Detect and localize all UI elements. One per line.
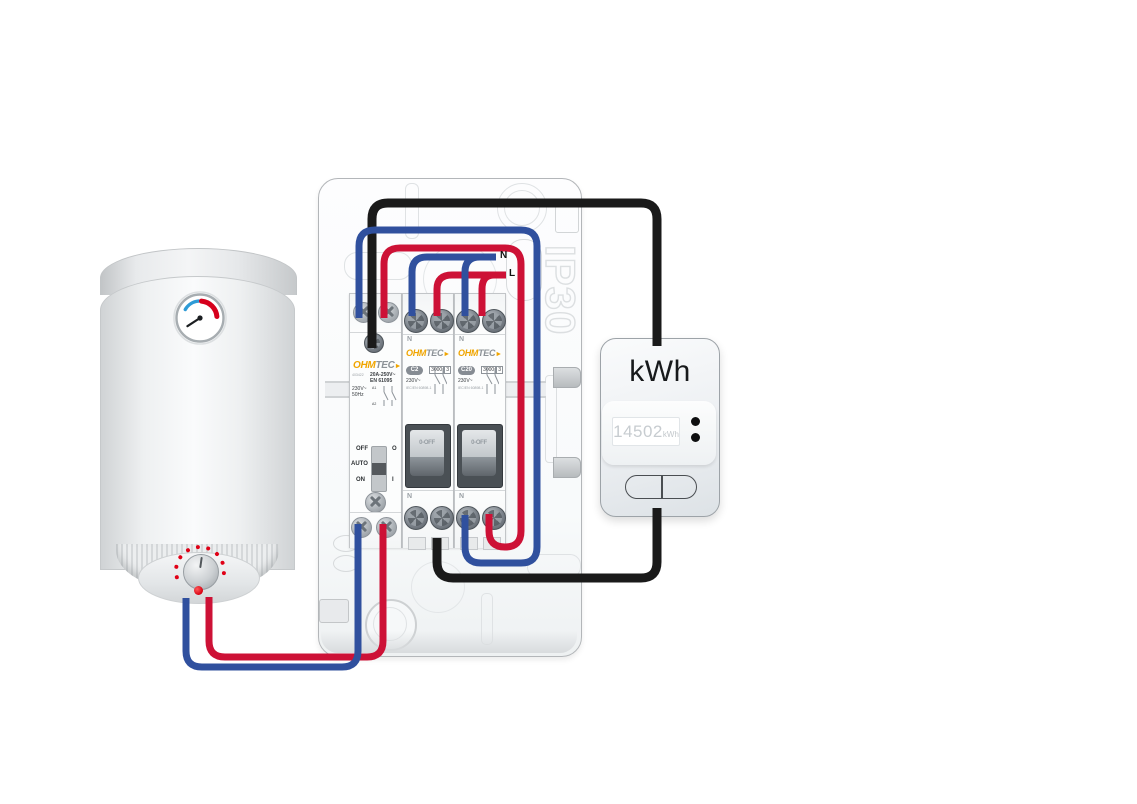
position-closed-label: I	[392, 477, 394, 483]
curve-rating-badge: C20	[458, 366, 475, 375]
gauge-cold-arc	[183, 299, 201, 312]
mode-auto-label: AUTO	[351, 461, 368, 467]
din-rail-left	[325, 381, 349, 398]
left-oval-slot	[344, 252, 412, 280]
contactor-standard: EN 61095	[370, 378, 393, 384]
breaker-handle-recess: 0-OFF	[405, 424, 451, 488]
terminal-screw	[430, 309, 454, 333]
breaker-voltage: 230V~	[406, 378, 421, 384]
contactor-ref: 403422	[352, 373, 364, 378]
terminal-screw	[378, 302, 399, 323]
terminal-foot	[483, 537, 501, 550]
breaker-handle[interactable]: 0-OFF	[410, 430, 444, 478]
neutral-terminal-label: N	[407, 493, 413, 500]
contactor-mode-switch[interactable]	[371, 446, 387, 492]
coil-terminal-screw-a1	[364, 333, 384, 353]
coil-terminal-screw-a2	[365, 492, 386, 513]
breaker-handle-label: 0-OFF	[462, 430, 496, 457]
neutral-terminal-label: N	[407, 336, 413, 343]
breaker-circuit-glyph	[486, 368, 499, 394]
bottom-right-oval-slot	[527, 554, 581, 578]
top-cable-slot	[405, 183, 419, 239]
meter-display-band: 14502kWh	[602, 401, 716, 465]
terminal-screw	[430, 506, 454, 530]
din-mount-tab	[553, 457, 581, 478]
terminal-foot	[431, 537, 449, 550]
breaker-handle[interactable]: 0-OFF	[462, 430, 496, 478]
contactor-circuit-glyph	[383, 386, 397, 406]
right-recess-edge	[545, 375, 557, 463]
terminal-a2-label: A2	[372, 402, 377, 407]
breaker-top-terminals	[455, 294, 506, 335]
curve-rating-badge: C2	[406, 366, 423, 375]
terminal-screw	[456, 309, 480, 333]
supply-line-label: L	[509, 268, 516, 279]
terminal-foot	[408, 537, 426, 550]
breaker-standard: IEC/EN 60898-1	[458, 386, 484, 391]
breaker-handle-grip[interactable]	[462, 457, 496, 476]
brand-logo: OHMTEC►	[353, 360, 402, 371]
top-knockout-inner	[504, 190, 540, 226]
meter-led-dot	[691, 417, 700, 426]
mode-off-label: OFF	[356, 446, 368, 452]
energy-meter: kWh 14502kWh	[600, 338, 720, 517]
panel-bottom-shading	[321, 631, 577, 653]
terminal-a1-label: A1	[372, 386, 377, 391]
bottom-knockout-circle-faint	[411, 561, 465, 613]
breaker-voltage: 230V~	[458, 378, 473, 384]
terminal-screw	[482, 506, 506, 530]
brand-logo: OHMTEC►	[406, 348, 450, 358]
terminal-screw	[353, 302, 374, 323]
terminal-screw	[404, 309, 428, 333]
breaker-standard: IEC/EN 60898-1	[406, 386, 432, 391]
meter-reading: 14502	[613, 422, 663, 441]
brand-logo: OHMTEC►	[458, 348, 502, 358]
meter-display: 14502kWh	[612, 417, 680, 446]
din-rail-right	[504, 381, 546, 398]
breaker-handle-label: 0-OFF	[410, 430, 444, 457]
contactor-mode-switch-knob[interactable]	[372, 463, 386, 475]
contactor-bottom-terminals	[350, 512, 401, 548]
contactor-top-terminals	[350, 294, 401, 333]
bottom-left-latch	[319, 599, 349, 623]
meter-button[interactable]	[625, 475, 697, 499]
breaker-handle-recess: 0-OFF	[457, 424, 503, 488]
meter-led-dot	[691, 433, 700, 442]
supply-neutral-label: N	[500, 250, 508, 261]
meter-reading-unit: kWh	[662, 430, 679, 439]
terminal-screw	[404, 506, 428, 530]
ip-rating-label: IP30	[536, 244, 584, 336]
contactor-module: OHMTEC► 403422 20A-250V~ EN 61095 230V~ …	[349, 293, 402, 548]
thermostat-knob-indicator	[199, 556, 203, 569]
terminal-screw	[482, 309, 506, 333]
din-enclosure-panel: IP30 OHMTEC► 403422 20A-250V~ EN 61095 2…	[318, 178, 585, 657]
gauge-hot-arc	[199, 298, 220, 319]
temperature-gauge	[173, 291, 227, 345]
water-heater	[100, 248, 297, 610]
terminal-screw	[456, 506, 480, 530]
breaker-handle-grip[interactable]	[410, 457, 444, 476]
breaker-circuit-glyph	[434, 368, 447, 394]
meter-kwh-title: kWh	[629, 355, 691, 388]
thermostat-knob[interactable]	[183, 554, 219, 590]
breaker-bottom-terminals: N	[455, 490, 506, 550]
neutral-terminal-label: N	[459, 336, 465, 343]
position-open-label: O	[392, 446, 397, 452]
terminal-foot	[460, 537, 478, 550]
meter-button-divider	[661, 476, 663, 498]
heating-indicator-led	[194, 586, 203, 595]
breaker-top-terminals	[403, 294, 454, 335]
mode-on-label: ON	[356, 477, 365, 483]
din-clip-arc	[333, 555, 359, 572]
top-right-tab	[555, 205, 579, 233]
breaker-bottom-terminals: N	[403, 490, 454, 550]
terminal-screw	[351, 517, 372, 538]
din-mount-tab	[553, 367, 581, 388]
contactor-frequency: 50Hz	[352, 392, 364, 398]
neutral-terminal-label: N	[459, 493, 465, 500]
terminal-screw	[376, 517, 397, 538]
